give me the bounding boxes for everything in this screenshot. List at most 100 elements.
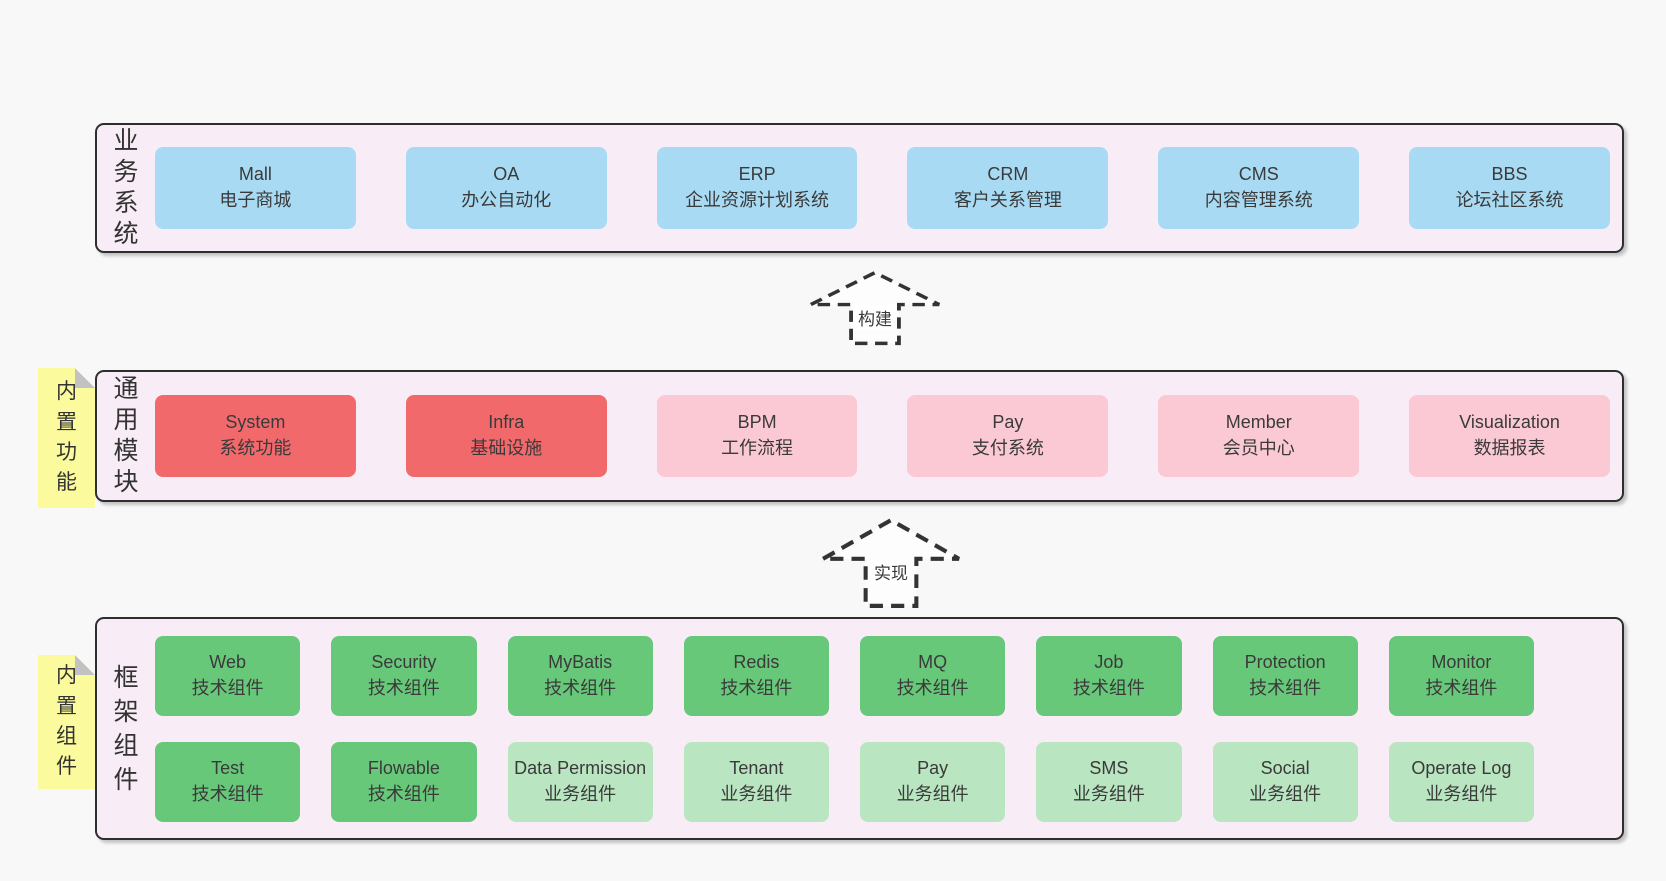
box-subtitle: 电子商城 xyxy=(219,190,292,210)
panel-framework-components: 框架组件 Web 技术组件 Security 技术组件 MyBatis 技术组件… xyxy=(95,617,1624,840)
box-system: System 系统功能 xyxy=(155,395,356,477)
box-data-permission: Data Permission 业务组件 xyxy=(507,741,653,822)
box-cms: CMS 内容管理系统 xyxy=(1158,147,1360,229)
box-redis: Redis 技术组件 xyxy=(683,635,829,716)
box-subtitle: 工作流程 xyxy=(721,438,794,458)
box-subtitle: 技术组件 xyxy=(191,783,264,804)
box-title: Web xyxy=(209,651,246,672)
box-subtitle: 业务组件 xyxy=(720,783,793,804)
box-title: Social xyxy=(1260,757,1310,778)
box-title: Operate Log xyxy=(1411,757,1512,778)
box-monitor: Monitor 技术组件 xyxy=(1388,635,1534,716)
box-subtitle: 会员中心 xyxy=(1222,438,1295,458)
box-title: OA xyxy=(493,164,520,185)
box-crm: CRM 客户关系管理 xyxy=(907,147,1109,229)
box-title: Infra xyxy=(488,412,525,433)
box-bbs: BBS 论坛社区系统 xyxy=(1409,147,1610,229)
box-title: Redis xyxy=(733,651,780,672)
box-title: System xyxy=(225,412,286,433)
box-subtitle: 技术组件 xyxy=(191,677,264,698)
box-test: Test 技术组件 xyxy=(155,741,301,822)
box-title: Member xyxy=(1225,412,1292,433)
box-subtitle: 业务组件 xyxy=(1425,783,1498,804)
box-social: Social 业务组件 xyxy=(1212,741,1358,822)
box-title: CMS xyxy=(1238,164,1279,185)
panel-label-framework-components: 框架组件 xyxy=(97,619,155,838)
box-bpm: BPM 工作流程 xyxy=(656,395,858,477)
panel-label-common-modules: 通用模块 xyxy=(97,372,155,500)
box-title: Test xyxy=(211,757,245,778)
arrow-implement-label: 实现 xyxy=(871,559,911,585)
panel-label-text: 业务系统 xyxy=(113,127,139,248)
box-title: Visualization xyxy=(1459,412,1560,433)
box-pay-component: Pay 业务组件 xyxy=(860,741,1006,822)
box-oa: OA 办公自动化 xyxy=(405,147,607,229)
box-title: Protection xyxy=(1244,651,1326,672)
box-title: Security xyxy=(371,651,437,672)
box-protection: Protection 技术组件 xyxy=(1212,635,1358,716)
box-security: Security 技术组件 xyxy=(331,635,477,716)
arrow-implement: 实现 xyxy=(820,517,962,609)
box-subtitle: 技术组件 xyxy=(544,677,617,698)
sticky-note-builtin-features: 内置功能 xyxy=(38,368,95,508)
box-title: ERP xyxy=(738,164,776,185)
box-subtitle: 数据报表 xyxy=(1473,438,1546,458)
common-modules-grid: System 系统功能 Infra 基础设施 BPM 工作流程 Pay 支付系统… xyxy=(155,372,1622,500)
box-subtitle: 企业资源计划系统 xyxy=(685,190,830,210)
box-visualization: Visualization 数据报表 xyxy=(1409,395,1610,477)
box-title: Job xyxy=(1094,651,1124,672)
box-operate-log: Operate Log 业务组件 xyxy=(1388,741,1534,822)
box-title: Pay xyxy=(917,757,949,778)
box-subtitle: 系统功能 xyxy=(219,438,292,458)
arrow-build: 构建 xyxy=(808,270,942,346)
box-title: BPM xyxy=(737,412,777,433)
box-sms: SMS 业务组件 xyxy=(1036,741,1182,822)
sticky-note-label: 内置功能 xyxy=(55,380,77,495)
box-subtitle: 技术组件 xyxy=(367,677,440,698)
box-subtitle: 基础设施 xyxy=(470,438,543,458)
sticky-note-label: 内置组件 xyxy=(55,664,77,779)
framework-components-grid: Web 技术组件 Security 技术组件 MyBatis 技术组件 Redi… xyxy=(155,619,1622,838)
box-subtitle: 技术组件 xyxy=(1425,677,1498,698)
box-flowable: Flowable 技术组件 xyxy=(331,741,477,822)
box-subtitle: 业务组件 xyxy=(1249,783,1322,804)
box-mybatis: MyBatis 技术组件 xyxy=(507,635,653,716)
box-subtitle: 技术组件 xyxy=(1249,677,1322,698)
box-subtitle: 技术组件 xyxy=(720,677,793,698)
box-tenant: Tenant 业务组件 xyxy=(683,741,829,822)
box-subtitle: 客户关系管理 xyxy=(953,190,1062,210)
box-subtitle: 技术组件 xyxy=(367,783,440,804)
box-mall: Mall 电子商城 xyxy=(155,147,356,229)
note-fold-corner-icon xyxy=(75,368,95,388)
box-job: Job 技术组件 xyxy=(1036,635,1182,716)
box-title: BBS xyxy=(1491,164,1528,185)
box-title: Pay xyxy=(992,412,1024,433)
box-title: Flowable xyxy=(367,757,440,778)
panel-label-text: 框架组件 xyxy=(113,663,139,794)
box-mq: MQ 技术组件 xyxy=(860,635,1006,716)
box-erp: ERP 企业资源计划系统 xyxy=(656,147,858,229)
box-subtitle: 业务组件 xyxy=(544,783,617,804)
box-infra: Infra 基础设施 xyxy=(405,395,607,477)
box-member: Member 会员中心 xyxy=(1158,395,1360,477)
business-systems-grid: Mall 电子商城 OA 办公自动化 ERP 企业资源计划系统 CRM 客户关系… xyxy=(155,125,1622,251)
box-title: Data Permission xyxy=(514,757,647,778)
note-fold-corner-icon xyxy=(75,655,95,675)
box-subtitle: 支付系统 xyxy=(971,438,1044,458)
box-title: SMS xyxy=(1089,757,1129,778)
box-title: MyBatis xyxy=(548,651,613,672)
panel-label-text: 通用模块 xyxy=(113,375,139,496)
box-subtitle: 论坛社区系统 xyxy=(1455,190,1564,210)
box-title: Tenant xyxy=(729,757,784,778)
box-subtitle: 技术组件 xyxy=(1072,677,1145,698)
panel-common-modules: 通用模块 System 系统功能 Infra 基础设施 BPM 工作流程 Pay… xyxy=(95,370,1624,502)
box-subtitle: 内容管理系统 xyxy=(1204,190,1313,210)
box-pay-module: Pay 支付系统 xyxy=(907,395,1109,477)
box-subtitle: 办公自动化 xyxy=(461,190,552,210)
box-subtitle: 技术组件 xyxy=(896,677,969,698)
box-web: Web 技术组件 xyxy=(155,635,301,716)
box-title: MQ xyxy=(918,651,948,672)
box-title: Mall xyxy=(238,164,272,185)
box-subtitle: 业务组件 xyxy=(896,783,969,804)
